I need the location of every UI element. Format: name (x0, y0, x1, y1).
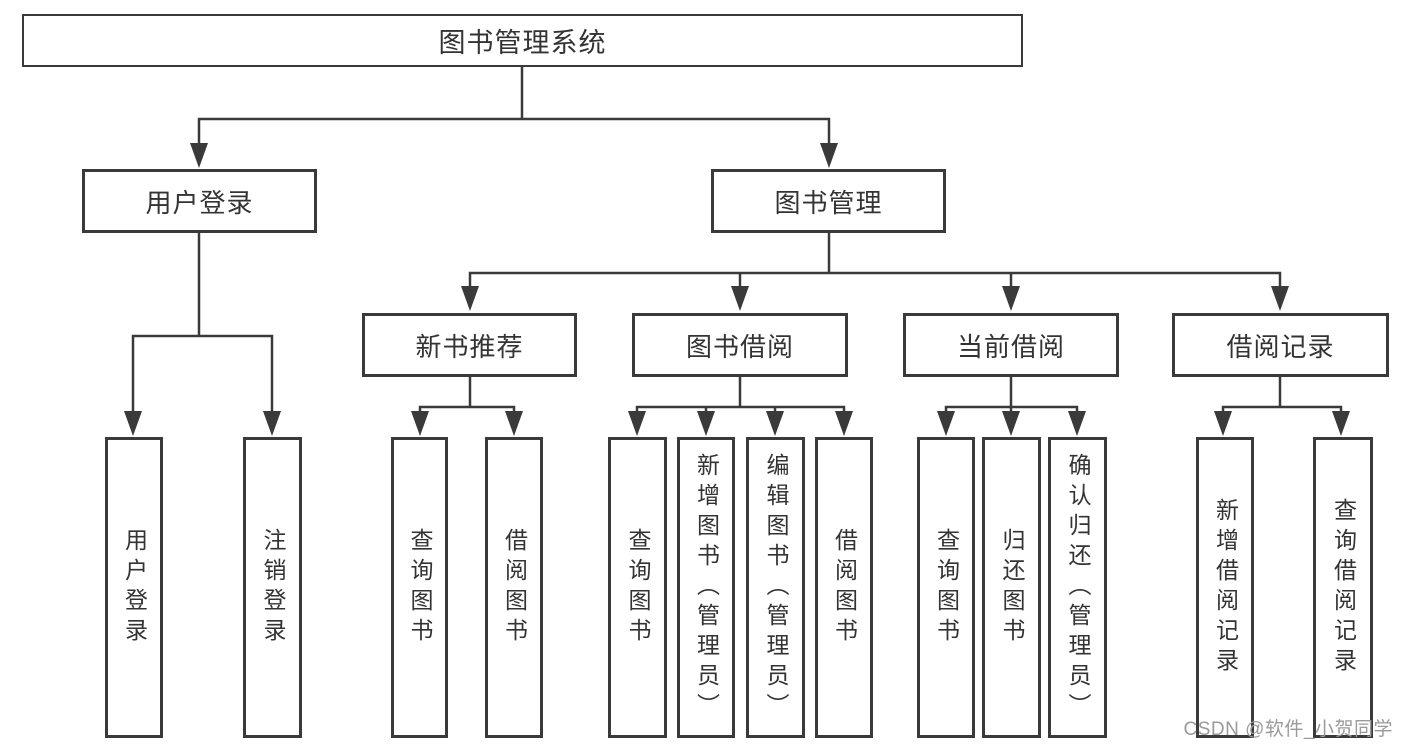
node-label: 借阅图书 (501, 527, 528, 648)
watermark-text: CSDN @软件_小贺同学 (1183, 719, 1393, 740)
node-label: 归还图书 (999, 527, 1025, 648)
arrowhead-icon (628, 411, 646, 436)
node-leaf-user-login: 用户登录 (105, 437, 163, 738)
arrowhead-icon (461, 286, 479, 311)
node-label: 编辑图书（管理员） (763, 452, 789, 723)
arrowhead-icon (1002, 411, 1020, 436)
arrowhead-icon (505, 411, 523, 436)
node-label: 新书推荐 (415, 331, 524, 362)
arrowhead-icon (1332, 411, 1350, 436)
node-current-borrow: 当前借阅 (903, 313, 1119, 377)
node-leaf-edit-book-admin: 编辑图书（管理员） (746, 437, 805, 738)
connector-root-to-level2 (190, 65, 838, 168)
arrowhead-icon (937, 411, 955, 436)
node-leaf-add-book-admin: 新增图书（管理员） (677, 437, 735, 738)
node-label: 当前借阅 (956, 331, 1065, 362)
connector-borrow-records-children (1214, 375, 1350, 436)
node-label: 借阅记录 (1226, 331, 1335, 362)
connector-line (635, 375, 846, 416)
node-label: 用户登录 (121, 527, 148, 648)
node-leaf-return-book: 归还图书 (982, 437, 1041, 738)
connector-book-borrow-children (628, 375, 853, 436)
node-leaf-query-book-recommend: 查询图书 (391, 437, 448, 738)
node-leaf-query-book-current: 查询图书 (917, 437, 975, 738)
connector-line (418, 375, 516, 416)
node-leaf-confirm-return-admin: 确认归还（管理员） (1048, 437, 1107, 738)
arrowhead-icon (731, 286, 749, 311)
node-leaf-borrow-book-recommend: 借阅图书 (485, 437, 543, 738)
node-label: 新增借阅记录 (1212, 497, 1239, 678)
node-label: 图书管理 (774, 187, 883, 218)
node-borrow-records: 借阅记录 (1172, 313, 1389, 377)
arrowhead-icon (835, 411, 853, 436)
connector-user-login-children (124, 231, 281, 436)
arrowhead-icon (697, 411, 715, 436)
arrowhead-icon (190, 143, 208, 168)
node-label: 用户登录 (145, 187, 254, 218)
arrowhead-icon (766, 411, 784, 436)
connector-new-book-recommend-children (411, 375, 523, 436)
arrowhead-icon (263, 411, 281, 436)
node-label: 查询借阅记录 (1330, 497, 1357, 678)
node-label: 注销登录 (260, 527, 286, 648)
node-label: 图书借阅 (685, 331, 794, 362)
connector-line (1221, 375, 1343, 416)
node-leaf-query-book-borrow: 查询图书 (608, 437, 667, 738)
connector-current-borrow-children (937, 375, 1086, 436)
node-label: 查询图书 (625, 527, 651, 648)
arrowhead-icon (124, 411, 142, 436)
connector-line (131, 231, 274, 416)
node-root: 图书管理系统 (22, 14, 1023, 67)
node-leaf-borrow-book: 借阅图书 (815, 437, 873, 738)
node-label: 借阅图书 (831, 527, 858, 648)
node-book-management: 图书管理 (711, 169, 946, 233)
node-book-borrow: 图书借阅 (632, 313, 848, 377)
node-label: 查询图书 (933, 527, 960, 648)
node-leaf-add-borrow-record: 新增借阅记录 (1196, 437, 1254, 738)
node-label: 查询图书 (407, 527, 433, 648)
arrowhead-icon (1214, 411, 1232, 436)
connector-line (944, 375, 1079, 416)
arrowhead-icon (1068, 411, 1086, 436)
arrowhead-icon (1002, 286, 1020, 311)
node-leaf-query-borrow-record: 查询借阅记录 (1313, 437, 1373, 738)
arrowhead-icon (411, 411, 429, 436)
node-user-login: 用户登录 (82, 169, 317, 233)
node-label: 新增图书（管理员） (693, 452, 720, 723)
connector-book-management-children (461, 231, 1289, 311)
node-label: 确认归还（管理员） (1065, 452, 1091, 723)
arrowhead-icon (1271, 286, 1289, 311)
arrowhead-icon (820, 143, 838, 168)
node-leaf-logout: 注销登录 (243, 437, 302, 738)
node-new-book-recommend: 新书推荐 (362, 313, 577, 377)
node-label: 图书管理系统 (438, 28, 607, 58)
connector-line (468, 231, 1282, 292)
connector-line (197, 65, 831, 149)
